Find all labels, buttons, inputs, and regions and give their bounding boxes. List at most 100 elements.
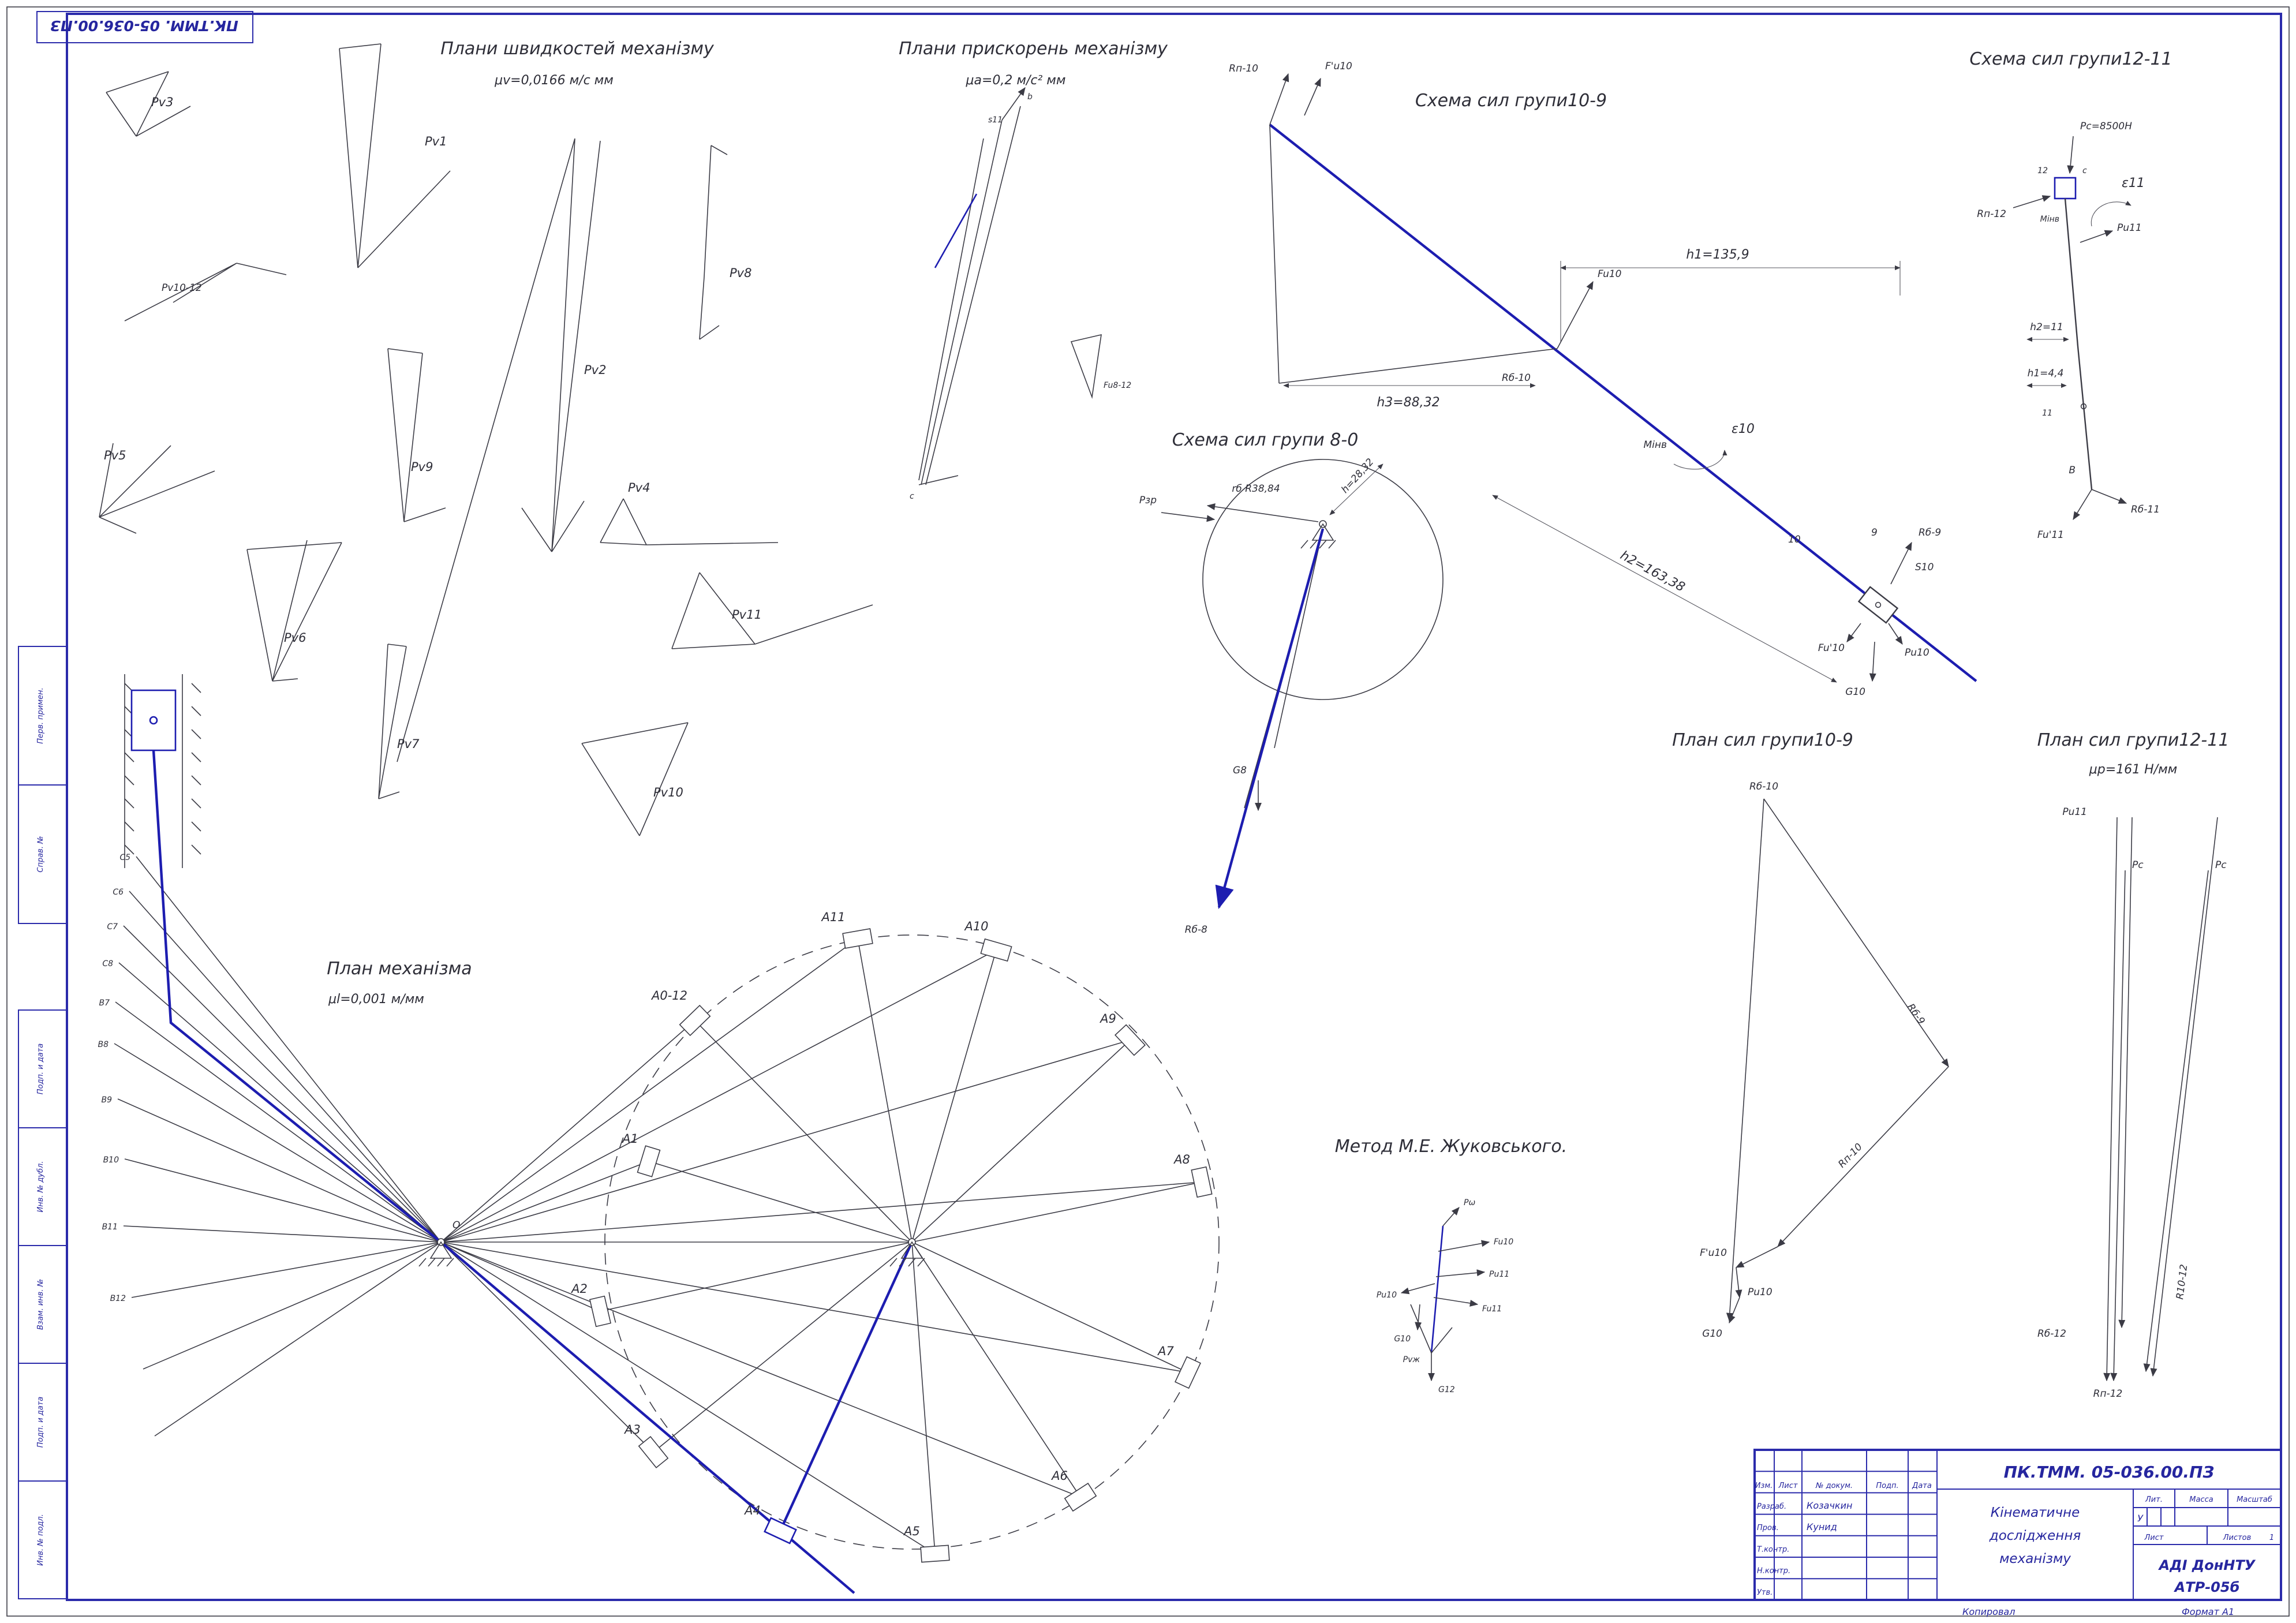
rb10-label: Rб-10 (1749, 781, 1778, 792)
tb-doc-code: ПК.ТММ. 05-036.00.ПЗ (2004, 1463, 2215, 1482)
point-label: C8 (102, 959, 113, 968)
pu10-label: Pu10 (1377, 1291, 1397, 1300)
fu10-label: Fu10 (1598, 268, 1622, 280)
velocity-pole-label: Pv10-12 (162, 282, 202, 294)
tb-org-line2: АТР-05б (2174, 1579, 2240, 1595)
accel-letter-b: b (1027, 92, 1033, 102)
force-plan-10-9: План сил групи10-9 Rб-10 Rб-9 Rп-10 F'u1… (1672, 730, 1949, 1340)
fu10-label: F'u10 (1700, 1247, 1727, 1259)
force-scheme-8-0-title: Схема сил групи 8-0 (1172, 430, 1359, 450)
tb-title-line2: дослідження (1989, 1528, 2081, 1543)
accel-letter-s11: s11 (988, 115, 1003, 125)
force-scheme-8-0: Схема сил групи 8-0 Pзр rб R38,84 h=28,3… (1139, 430, 1444, 936)
crank-spokes (600, 938, 1202, 1554)
position-label: A7 (1157, 1344, 1174, 1358)
velocity-pole-label: Pv9 (411, 460, 433, 474)
pu11-label: Pu11 (2117, 222, 2142, 234)
velocity-pole-label: Pv1 (425, 134, 447, 148)
tb-scale-label: Масштаб (2237, 1495, 2272, 1504)
origin-label: O (453, 1220, 460, 1231)
pivot-crank (889, 1238, 925, 1267)
fu10-label: Fu10 (1494, 1237, 1513, 1247)
n12-label: 12 (2037, 166, 2048, 175)
eps11-label: ε11 (2122, 176, 2145, 190)
h2-dim: h2=163,38 (1618, 548, 1687, 595)
slider-5 (130, 689, 177, 751)
tb-name: Козачкин (1807, 1500, 1852, 1511)
g12-label: G12 (1438, 1385, 1455, 1394)
title-block: Изм. Лист № докум. Подп. Дата Разраб. Ко… (1753, 1449, 2282, 1601)
mechanism-scale: μl=0,001 м/мм (328, 992, 424, 1007)
rn12-label: Rп-12 (2093, 1388, 2123, 1400)
side-label: Справ. № (36, 836, 45, 872)
doc-code-top-text: ПК.ТММ. 05-036.00.ПЗ (50, 17, 238, 34)
tb-mass-label: Масса (2189, 1495, 2213, 1504)
slider-10 (1857, 586, 1899, 624)
velocity-pole-label: Pv10 (653, 786, 683, 799)
position-label: A1 (621, 1132, 638, 1146)
tb-sheets-value: 1 (2269, 1534, 2274, 1542)
pzr-label: Pзр (1139, 495, 1157, 506)
side-label: Подп. и дата (36, 1044, 45, 1095)
tb-sheets-label: Листов (2223, 1534, 2252, 1542)
format-label: Формат А1 (2182, 1606, 2234, 1617)
radius-label: rб R38,84 (1232, 483, 1280, 495)
velocity-pole-label: Pv8 (730, 266, 751, 280)
rb9-label: Rб-9 (1905, 1001, 1927, 1027)
force-plan-12-11-title: План сил групи12-11 (2037, 730, 2230, 750)
doc-code-top: ПК.ТММ. 05-036.00.ПЗ (36, 11, 253, 43)
slider-12 (2054, 177, 2077, 200)
sheet-frame: Перв. примен. Справ. № Подп. и дата Инв.… (6, 6, 2290, 1617)
point-label: B12 (110, 1294, 126, 1303)
velocity-pole-label: Pv4 (628, 481, 650, 495)
rn12-label: Rп-12 (1977, 208, 2006, 220)
fu10b-label: Fu'10 (1818, 642, 1845, 654)
pw-label: Pω (1464, 1198, 1475, 1207)
n11-label: 11 (2042, 409, 2052, 418)
h3-dim: h3=88,32 (1377, 395, 1439, 410)
point-label: C6 (113, 888, 124, 897)
force-plan-scale: μp=161 Н/мм (2089, 762, 2178, 777)
position-label: A0-12 (650, 989, 687, 1003)
pc1-label: Pc (2132, 859, 2144, 871)
tb-role: Н.контр. (1757, 1567, 1790, 1576)
point-label: C7 (107, 922, 118, 932)
g10-label: G10 (1702, 1328, 1722, 1340)
tb-header-list: Лист (1778, 1482, 1798, 1490)
m-inv-label: Mінв (1643, 439, 1667, 451)
tb-role: Пров. (1757, 1524, 1779, 1532)
pu11-label: Pu11 (2062, 806, 2087, 818)
position-label: A6 (1050, 1469, 1068, 1483)
zhukovsky-title: Метод М.Е. Жуковського. (1335, 1136, 1567, 1157)
side-label: Взам. инв. № (36, 1279, 45, 1330)
acceleration-scale: μa=0,2 м/с² мм (965, 73, 1065, 88)
point-label: B9 (101, 1095, 112, 1105)
force-scheme-10-9-title: Схема сил групи10-9 (1415, 91, 1607, 111)
force-scheme-12-11-title: Схема сил групи12-11 (1969, 49, 2172, 69)
tb-name: Кунид (1807, 1521, 1837, 1532)
tb-header-data: Дата (1912, 1482, 1932, 1490)
tb-header-izm: Изм. (1755, 1482, 1773, 1490)
mechanism-plan: План механізма μl=0,001 м/мм (98, 674, 1220, 1594)
velocity-plans: Плани швидкостей механізму μv=0,0166 м/с… (99, 39, 873, 836)
velocity-pole-label: Pv5 (104, 448, 126, 462)
tb-title-line1: Кінематичне (1991, 1505, 2080, 1520)
lever-fan-left (114, 856, 442, 1437)
pole-label: Pvж (1403, 1355, 1420, 1364)
tb-lit-value: У (2137, 1513, 2144, 1524)
g10-label: G10 (1394, 1334, 1411, 1344)
mechanism-plan-title: План механізма (327, 959, 472, 979)
velocity-polygon-lines (99, 43, 873, 836)
force-scheme-10-9: Схема сил групи10-9 Rп-10 F'u10 Fu10 Rб-… (1229, 61, 1977, 698)
accel-force-label: Fu8-12 (1104, 381, 1131, 390)
pu10-label: Pu10 (1748, 1287, 1773, 1298)
position-label: A5 (903, 1524, 920, 1538)
position-sliders (589, 928, 1213, 1563)
position-label: A3 (623, 1423, 641, 1437)
fu11-label: Fu'11 (2037, 529, 2064, 541)
pu10-label: Pu10 (1905, 647, 1929, 659)
pivot-8 (1300, 520, 1336, 549)
point-label: B7 (99, 999, 110, 1008)
velocity-scale: μv=0,0166 м/с мм (494, 73, 614, 88)
